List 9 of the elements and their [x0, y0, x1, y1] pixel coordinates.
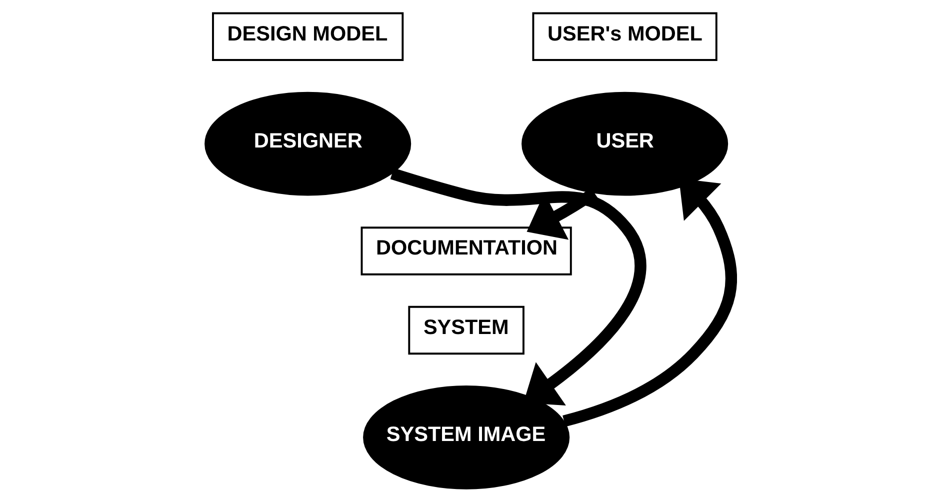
- node-box: DOCUMENTATION: [360, 226, 572, 276]
- node-ellipse: DESIGNER: [204, 92, 412, 196]
- arrow: [390, 168, 646, 406]
- arrow: [562, 178, 737, 427]
- node-ellipse: SYSTEM IMAGE: [363, 385, 570, 490]
- node-ellipse: USER: [522, 92, 728, 196]
- node-box: SYSTEM: [408, 306, 524, 355]
- node-box: DESIGN MODEL: [212, 12, 404, 61]
- node-box: USER's MODEL: [532, 12, 718, 61]
